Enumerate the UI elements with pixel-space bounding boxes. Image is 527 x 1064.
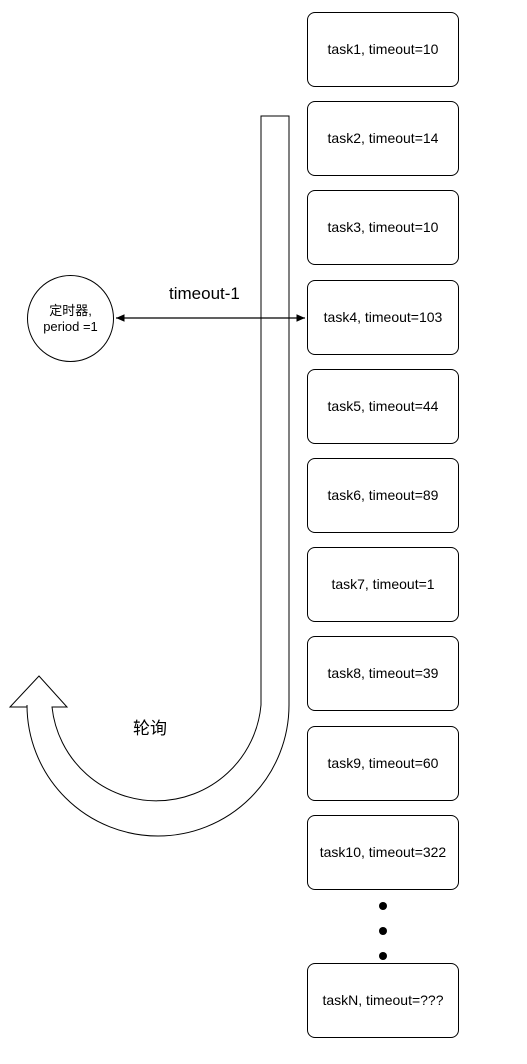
task-box: task6, timeout=89 (307, 458, 459, 533)
ellipsis-dot (379, 927, 387, 935)
task-box: task10, timeout=322 (307, 815, 459, 890)
timer-label-line2: period =1 (43, 318, 98, 334)
task-box: task4, timeout=103 (307, 280, 459, 355)
task-box: task5, timeout=44 (307, 369, 459, 444)
task-box: task1, timeout=10 (307, 12, 459, 87)
arrow-label: timeout-1 (169, 284, 240, 303)
ellipsis-dot (379, 952, 387, 960)
task-box: task7, timeout=1 (307, 547, 459, 622)
task-box: task3, timeout=10 (307, 190, 459, 265)
timer-circle: 定时器, period =1 (27, 275, 114, 362)
polling-u-arrow (8, 115, 290, 837)
task-box: task2, timeout=14 (307, 101, 459, 176)
task-box: taskN, timeout=??? (307, 963, 459, 1038)
ellipsis-dot (379, 902, 387, 910)
task-box: task9, timeout=60 (307, 726, 459, 801)
timer-label-line1: 定时器, (49, 302, 92, 318)
polling-label: 轮询 (133, 719, 167, 739)
task-box: task8, timeout=39 (307, 636, 459, 711)
